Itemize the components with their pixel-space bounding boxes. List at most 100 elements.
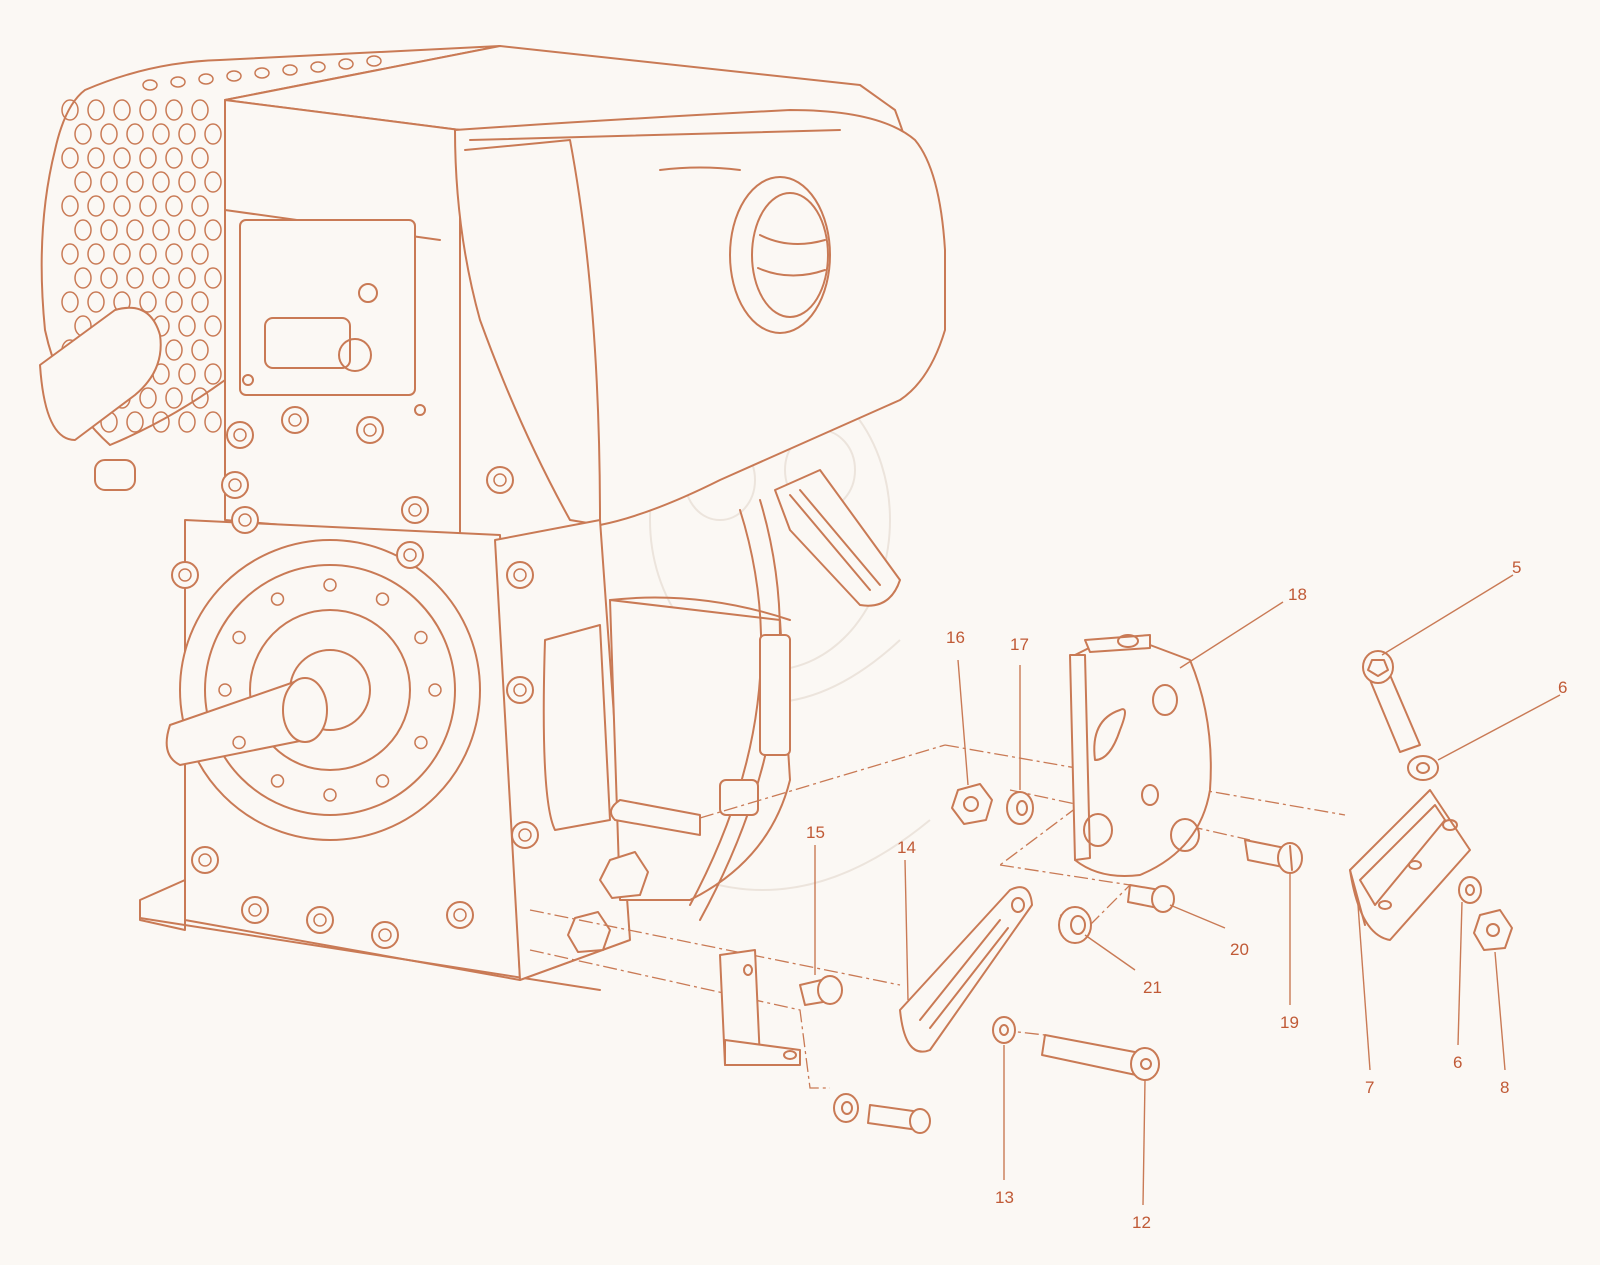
bolt-socket xyxy=(363,423,377,437)
perforation-hole xyxy=(191,147,209,169)
perforation-hole xyxy=(87,147,105,169)
perforation-hole xyxy=(165,339,183,361)
perforation-hole xyxy=(170,76,186,88)
perforation-hole xyxy=(254,67,270,79)
part-6-washer-upper xyxy=(1407,755,1439,781)
bolt-head xyxy=(486,466,514,494)
bolt-head xyxy=(356,416,384,444)
flange-hole xyxy=(218,683,232,697)
callout-14: 14 xyxy=(897,838,916,857)
perforation-hole xyxy=(152,411,170,433)
perforation-hole xyxy=(226,70,242,82)
perforation-hole xyxy=(191,339,209,361)
perforation-hole xyxy=(139,195,157,217)
perforation-hole xyxy=(152,123,170,145)
callout-18: 18 xyxy=(1288,585,1307,604)
callout-17: 17 xyxy=(1010,635,1029,654)
perforation-hole xyxy=(87,99,105,121)
bolt-head xyxy=(401,496,429,524)
perforation-hole xyxy=(178,315,196,337)
perforation-hole xyxy=(191,99,209,121)
perforation-hole xyxy=(100,267,118,289)
perforation-hole xyxy=(139,243,157,265)
callout-7: 7 xyxy=(1365,1078,1374,1097)
flange-hole xyxy=(428,683,442,697)
callout-labels: 5 6 6 7 8 12 13 14 15 16 17 18 19 20 21 xyxy=(806,558,1567,1232)
bolt-head xyxy=(221,471,249,499)
perforation-hole xyxy=(126,267,144,289)
perforation-hole xyxy=(152,171,170,193)
perforation-hole xyxy=(178,171,196,193)
perforation-hole xyxy=(61,147,79,169)
part-12-bolt xyxy=(1041,1034,1141,1076)
bolt-head xyxy=(511,821,539,849)
perforation-hole xyxy=(61,99,79,121)
perforation-hole xyxy=(165,243,183,265)
cylinder-block xyxy=(239,219,426,416)
perforation-hole xyxy=(87,195,105,217)
flange-hole xyxy=(232,630,246,645)
part-13-washer xyxy=(992,1016,1016,1044)
bolt-head xyxy=(306,906,334,934)
part-16-nut xyxy=(951,783,993,825)
bolt-socket xyxy=(493,473,507,487)
perforation-hole xyxy=(204,315,222,337)
bolt-socket xyxy=(198,853,212,867)
perforation-hole xyxy=(61,243,79,265)
bolt-head xyxy=(171,561,199,589)
bolt-socket xyxy=(178,568,192,582)
perforation-hole xyxy=(126,411,144,433)
callout-8: 8 xyxy=(1500,1078,1509,1097)
perforation-hole xyxy=(142,79,158,91)
perforation-hole xyxy=(139,99,157,121)
flange-hole xyxy=(270,774,285,788)
bolt-socket xyxy=(513,568,527,582)
bolt-head xyxy=(281,406,309,434)
air-intake xyxy=(729,176,831,334)
perforation-hole xyxy=(87,291,105,313)
bolt-socket xyxy=(288,413,302,427)
part-14-link xyxy=(899,886,1033,1053)
bolt-socket xyxy=(408,503,422,517)
callout-6-upper: 6 xyxy=(1558,678,1567,697)
callout-5: 5 xyxy=(1512,558,1521,577)
bolt-head xyxy=(191,846,219,874)
perforation-hole xyxy=(204,219,222,241)
perforation-hole xyxy=(191,243,209,265)
perforation-hole xyxy=(113,195,131,217)
perforation-hole xyxy=(178,411,196,433)
perforation-hole xyxy=(165,291,183,313)
perforation-hole xyxy=(204,171,222,193)
flange-hole xyxy=(414,735,428,750)
perforation-hole xyxy=(338,58,354,70)
perforation-hole xyxy=(191,195,209,217)
perforation-hole xyxy=(165,147,183,169)
perforation-hole xyxy=(204,267,222,289)
bolt-socket xyxy=(453,908,467,922)
perforation-hole xyxy=(87,243,105,265)
perforation-hole xyxy=(139,291,157,313)
callout-19: 19 xyxy=(1280,1013,1299,1032)
perforation-hole xyxy=(178,267,196,289)
flange-hole xyxy=(323,578,337,592)
perforation-hole xyxy=(282,64,298,76)
callout-13: 13 xyxy=(995,1188,1014,1207)
perforation-hole xyxy=(152,219,170,241)
leader-lines xyxy=(814,574,1561,1206)
perforation-hole xyxy=(204,363,222,385)
perforation-hole xyxy=(74,267,92,289)
exhaust-stub xyxy=(39,306,162,491)
part-5-bolt xyxy=(1369,674,1421,753)
flange-hole xyxy=(232,735,246,750)
perforation-hole xyxy=(165,387,183,409)
engine-assembly xyxy=(39,45,946,991)
flange-hole xyxy=(270,592,285,606)
callout-21: 21 xyxy=(1143,978,1162,997)
part-8-nut xyxy=(1473,909,1513,951)
bolt-socket xyxy=(403,548,417,562)
fuel-tank xyxy=(454,109,946,526)
bolt-head xyxy=(241,896,269,924)
flange-hole xyxy=(375,592,390,606)
bolt-head xyxy=(506,561,534,589)
